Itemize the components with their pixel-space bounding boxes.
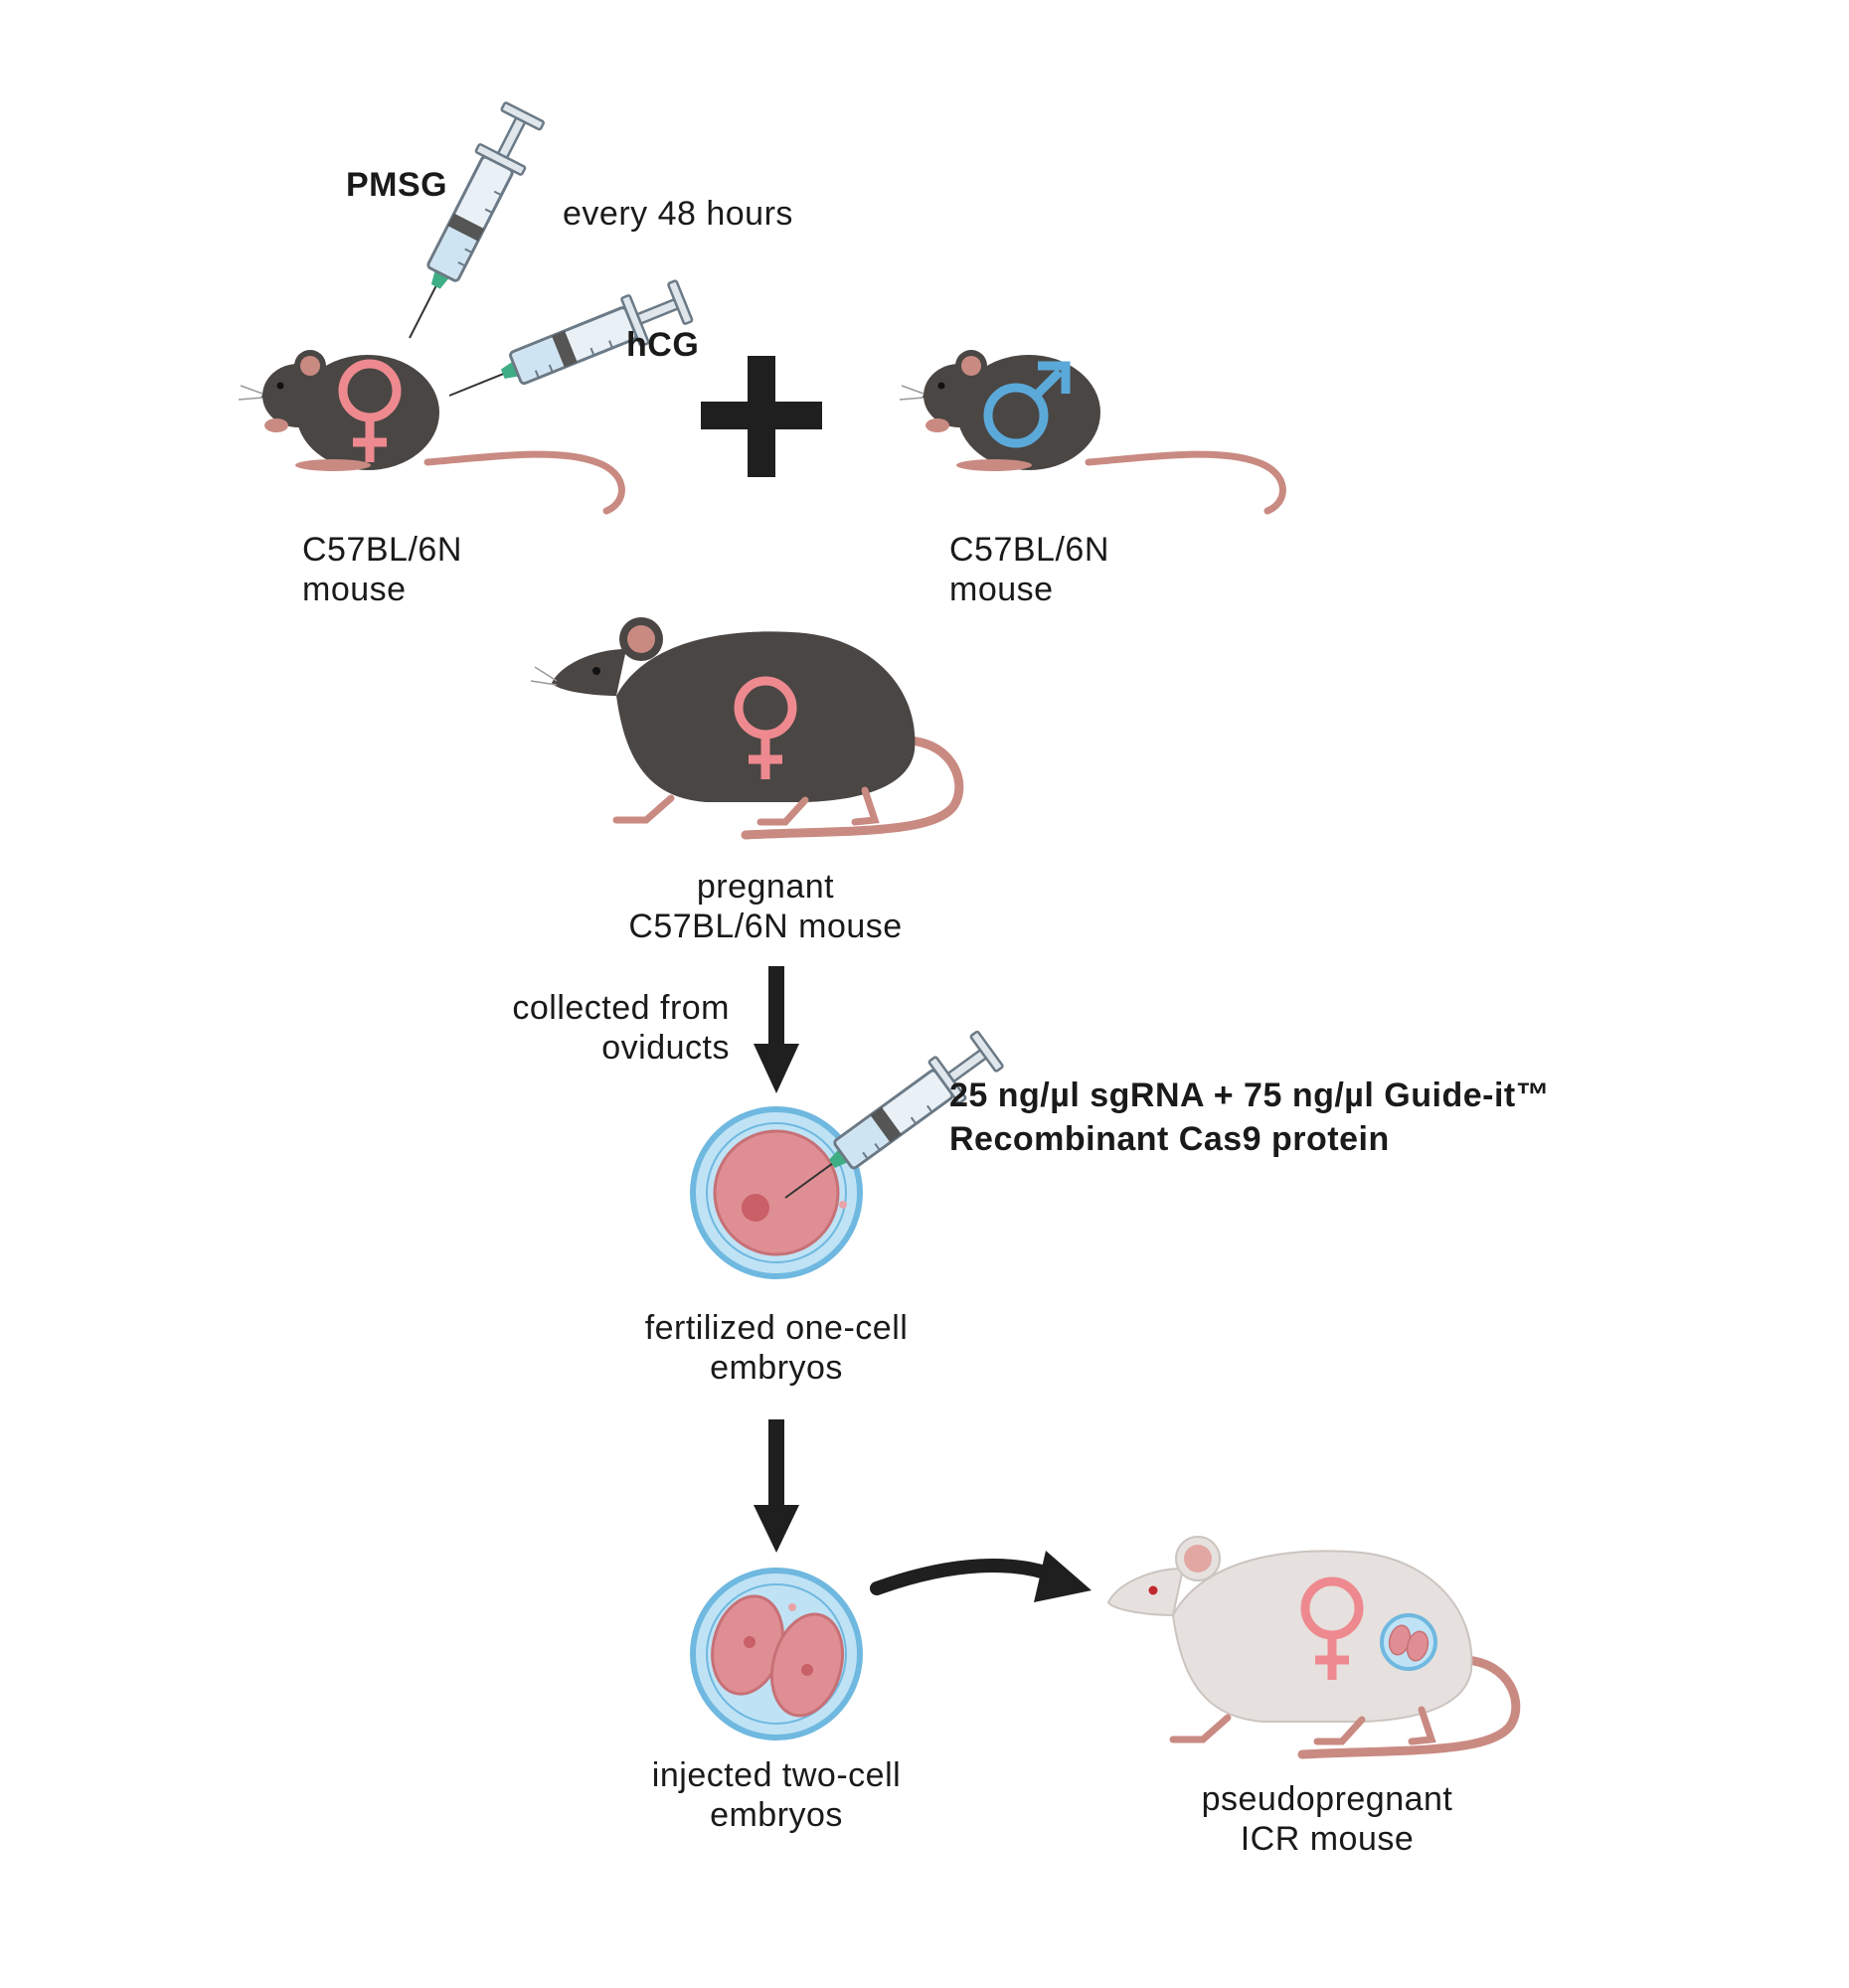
arrow-down-2 [754,1419,799,1553]
injection-mix-line-1: 25 ng/µl sgRNA + 75 ng/µl Guide-it™ [949,1077,1551,1114]
implanted-embryo [1380,1613,1437,1671]
collected-line-2: oviducts [601,1029,730,1067]
female-strain-line-1: C57BL/6N [302,531,462,569]
injection-mix-label: 25 ng/µl sgRNA + 75 ng/µl Guide-it™ Reco… [949,1074,1550,1161]
icr-mouse [1106,1536,1521,1759]
pregnant-line-2: C57BL/6N mouse [628,908,903,945]
pmsg-label: PMSG [346,166,448,204]
two-cell-line-1: injected two-cell [651,1756,902,1794]
two-cell-embryo [690,1568,863,1740]
collected-line-1: collected from [512,989,730,1027]
plus-icon [701,356,822,477]
female-mouse [239,350,621,511]
two-cell-line-2: embryos [710,1796,843,1834]
female-strain-label: C57BL/6N mouse [302,530,462,609]
injection-mix-line-2: Recombinant Cas9 protein [949,1120,1390,1158]
one-cell-embryo [690,1106,863,1279]
one-cell-line-2: embryos [710,1349,843,1387]
interval-label: every 48 hours [563,195,793,233]
pmsg-syringe [385,98,550,352]
female-strain-line-2: mouse [302,571,407,608]
one-cell-label: fertilized one-cell embryos [596,1308,956,1388]
pregnant-label: pregnant C57BL/6N mouse [596,867,934,946]
recipient-label: pseudopregnant ICR mouse [1163,1779,1491,1859]
arrow-down-1 [754,966,799,1093]
two-cell-label: injected two-cell embryos [596,1755,956,1835]
male-strain-label: C57BL/6N mouse [949,530,1109,609]
male-strain-line-2: mouse [949,571,1054,608]
one-cell-line-1: fertilized one-cell [644,1309,909,1347]
collected-label: collected from oviducts [427,988,730,1068]
recipient-line-2: ICR mouse [1240,1820,1415,1858]
male-strain-line-1: C57BL/6N [949,531,1109,569]
male-mouse [900,350,1282,511]
hcg-label: hCG [626,326,700,364]
curved-arrow [870,1551,1092,1602]
recipient-line-1: pseudopregnant [1201,1780,1453,1818]
pregnant-line-1: pregnant [696,868,835,906]
